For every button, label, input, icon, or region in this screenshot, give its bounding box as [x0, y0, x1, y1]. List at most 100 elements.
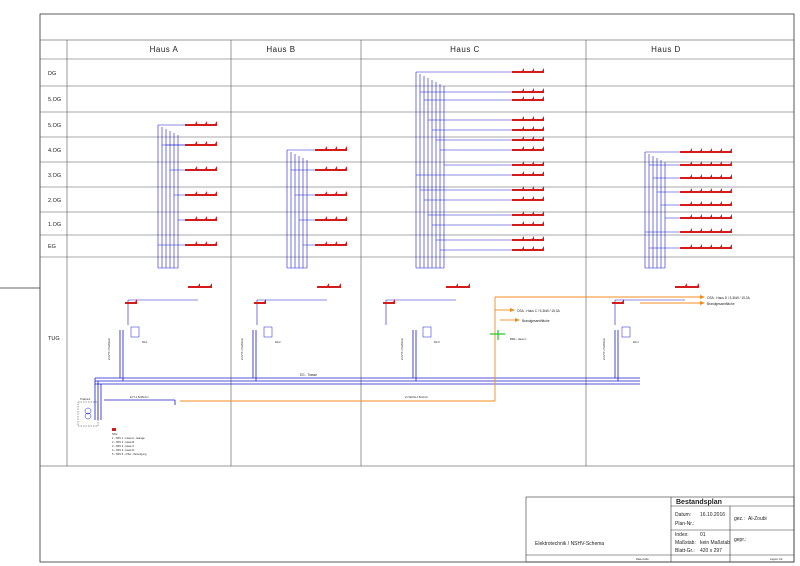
sub-distribution-board	[720, 228, 732, 233]
sub-distribution-board	[512, 161, 524, 166]
sub-distribution-board	[532, 136, 544, 141]
house-header-c: Haus C	[450, 45, 480, 54]
project-title: Elektrotechnik / NSHV-Schema	[535, 541, 604, 547]
level-label: 3.OG	[48, 173, 61, 179]
nsv-label: NSV	[112, 432, 118, 436]
cable-label: 2x NHXH-J 5x4mm²	[405, 395, 428, 399]
sub-distribution-board	[315, 191, 327, 196]
sub-distribution-board	[522, 136, 534, 141]
sub-distribution-board	[522, 236, 534, 241]
brand-c-label: Brandgesamtfläche	[522, 319, 550, 323]
sub-distribution-board	[205, 216, 217, 221]
bma-c-label: BMA - Haus C	[510, 337, 527, 341]
sub-distribution-board	[335, 191, 347, 196]
massstab-label: Maßstab:	[675, 540, 696, 546]
arrow-icon	[700, 301, 705, 305]
sub-distribution-board	[532, 196, 544, 201]
main-bus	[94, 330, 640, 420]
sub-distribution-board	[720, 148, 732, 153]
sub-distribution-board	[512, 96, 524, 101]
ra-boards	[130, 326, 631, 338]
sub-distribution-board	[690, 174, 702, 179]
eg-trasse-label: EG - Trasse	[300, 373, 317, 377]
sub-distribution-board	[680, 244, 692, 249]
sub-distribution-board	[522, 211, 534, 216]
sub-distribution-board	[710, 188, 722, 193]
ra-label: RA 2	[275, 340, 281, 344]
level-label: 4.OG	[48, 148, 61, 154]
sub-distribution-board	[720, 244, 732, 249]
sub-distribution-board	[720, 214, 732, 219]
cable-label: 2x EYY-J 5x35mm²	[602, 338, 606, 360]
nsv-board	[112, 428, 116, 431]
osa-d-label: OSA - Haus D / 5,3kW / 15,3A	[707, 296, 751, 300]
sub-distribution-board	[522, 96, 534, 101]
sub-distribution-board	[532, 221, 544, 226]
sub-distribution-board	[254, 299, 266, 304]
sub-distribution-board	[700, 188, 712, 193]
sub-distribution-board	[205, 241, 217, 246]
sub-distribution-board	[512, 196, 524, 201]
sub-distribution-board	[512, 171, 524, 176]
sub-distribution-board	[325, 216, 337, 221]
sub-distribution-board	[532, 126, 544, 131]
datum-value: 16.10.2016	[700, 512, 725, 518]
trafo-label: Trafoumr.	[80, 397, 91, 401]
massstab-value: kein Maßstab	[700, 540, 730, 546]
sub-distribution-board	[185, 191, 197, 196]
sub-distribution-board	[680, 214, 692, 219]
house-header-b: Haus B	[266, 45, 295, 54]
plannr-label: Plan-Nr.:	[675, 521, 694, 527]
sub-distribution-board	[680, 174, 692, 179]
sub-distribution-board	[680, 148, 692, 153]
osa-c-label: OSA - Haus C / 5,3kW / 15,3A	[517, 309, 561, 313]
sub-distribution-board	[512, 116, 524, 121]
sub-distribution-board	[675, 283, 687, 288]
transformer-icon	[84, 407, 92, 415]
distribution-boards	[125, 68, 732, 304]
level-label: 2.OG	[48, 198, 61, 204]
sub-distribution-board	[687, 283, 699, 288]
sub-distribution-board	[205, 121, 217, 126]
sub-distribution-board	[710, 174, 722, 179]
nsv-notes: 1 - NSV 1 - Haus A - Garage 2 - NSV 2 - …	[112, 436, 147, 456]
ra-label: RA 3	[434, 340, 440, 344]
sub-distribution-board	[446, 283, 458, 288]
sub-distribution-board	[690, 228, 702, 233]
sub-distribution-board	[383, 299, 395, 304]
blatt-label: Blatt-Gr.:	[675, 548, 695, 554]
sub-distribution-board	[700, 161, 712, 166]
blatt-value: 420 x 297	[700, 548, 722, 554]
sub-distribution-board	[522, 68, 534, 73]
sub-distribution-board	[680, 228, 692, 233]
sub-distribution-board	[532, 211, 544, 216]
sub-distribution-board	[335, 241, 347, 246]
sub-distribution-board	[680, 161, 692, 166]
level-label: TUG	[48, 336, 60, 342]
sub-distribution-board	[512, 236, 524, 241]
sub-distribution-board	[532, 246, 544, 251]
sub-distribution-board	[532, 68, 544, 73]
sub-distribution-board	[532, 186, 544, 191]
cable-label: EYY-J 5x25mm²	[130, 395, 149, 399]
sub-distribution-board	[700, 201, 712, 206]
sub-distribution-board	[315, 146, 327, 151]
sub-distribution-board	[690, 214, 702, 219]
sub-distribution-board	[195, 141, 207, 146]
index-label: Index:	[675, 532, 689, 538]
sub-distribution-board	[195, 241, 207, 246]
sub-distribution-board	[532, 96, 544, 101]
sub-distribution-board	[612, 299, 624, 304]
sub-distribution-board	[522, 146, 534, 151]
sub-distribution-board	[195, 216, 207, 221]
sub-distribution-board	[205, 166, 217, 171]
sub-distribution-board	[195, 191, 207, 196]
sub-distribution-board	[690, 161, 702, 166]
sub-distribution-board	[185, 166, 197, 171]
sub-distribution-board	[690, 188, 702, 193]
arrow-icon	[510, 308, 515, 312]
sub-distribution-board	[522, 116, 534, 121]
sub-distribution-board	[720, 201, 732, 206]
sub-distribution-board	[315, 216, 327, 221]
